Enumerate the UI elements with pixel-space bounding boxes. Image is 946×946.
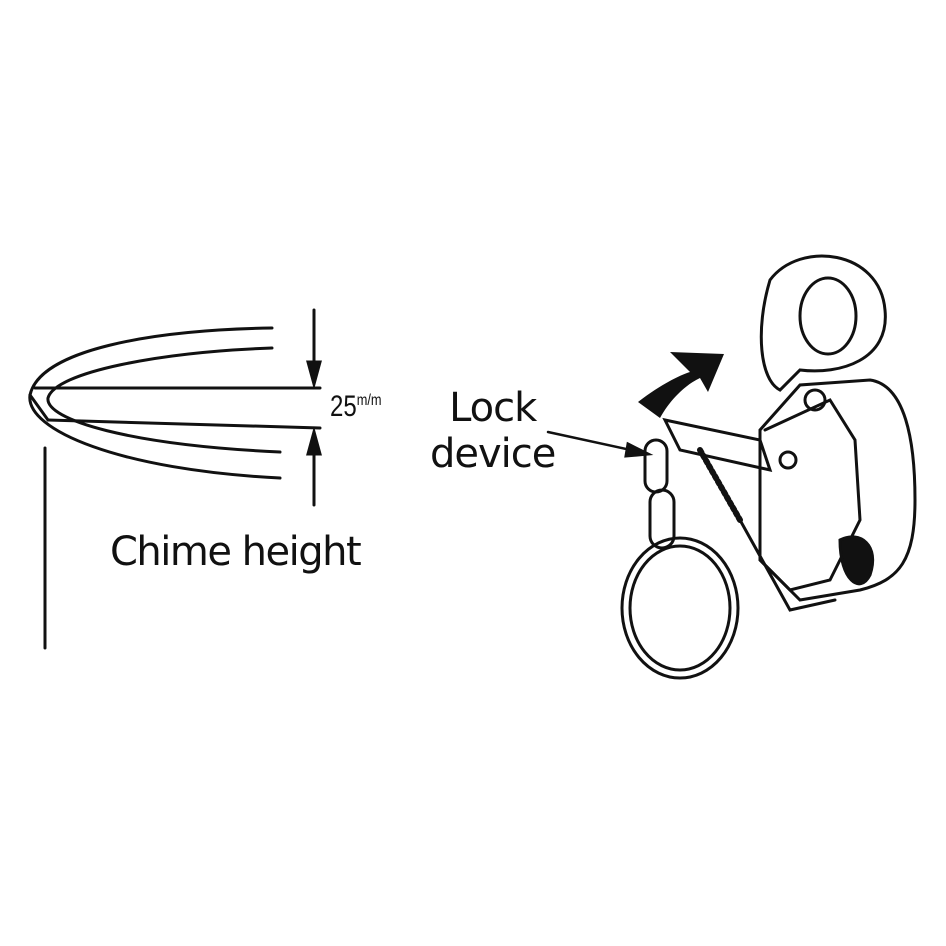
chime-height-label: Chime height bbox=[110, 529, 362, 575]
dimension-arrows bbox=[306, 308, 322, 507]
drum-chime-drawing bbox=[28, 326, 322, 650]
measurement-label: 25m/m bbox=[330, 392, 382, 422]
lock-device-label-line2: device bbox=[430, 431, 556, 477]
lock-device-label-line1: Lock bbox=[449, 385, 537, 431]
rotation-arrow-icon bbox=[638, 352, 724, 418]
measurement-unit: m/m bbox=[356, 392, 382, 409]
measurement-value: 25 bbox=[330, 390, 357, 423]
lock-device-label: Lock device bbox=[430, 385, 556, 477]
lock-device-drawing bbox=[620, 254, 917, 680]
leader-arrow bbox=[546, 430, 654, 458]
